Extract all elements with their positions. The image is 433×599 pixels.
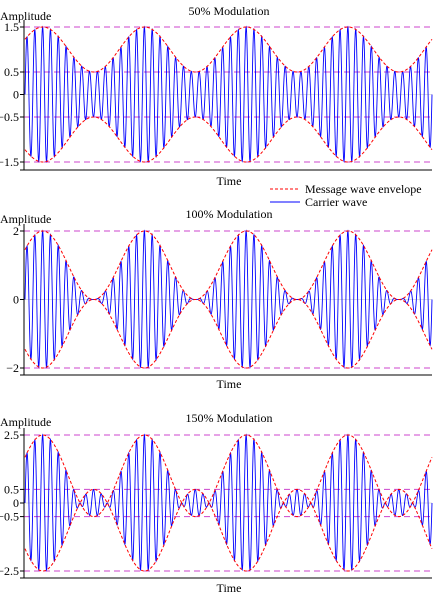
envelope-upper-series [24,434,433,518]
x-axis-label: Time [217,581,242,595]
envelope-lower-series [24,488,433,572]
y-axis-label: Amplitude [0,415,51,429]
y-tick-label: 2 [13,224,19,238]
y-tick-label: −2 [6,361,19,375]
x-axis-label: Time [217,377,242,391]
y-tick-label: 0 [13,293,19,307]
y-tick-label: 0 [13,88,19,102]
legend-envelope-label: Message wave envelope [305,182,422,196]
chart-100-percent: 2 0 −2 Amplitude 100% Modulation Time [0,207,433,391]
carrier-wave-series [24,25,433,164]
curves [24,25,433,164]
curves [24,229,433,369]
carrier-wave-series [24,433,433,572]
y-tick-label: 0.5 [4,65,19,79]
carrier-wave-series [24,229,433,369]
y-tick-label: −0.5 [0,510,19,524]
y-tick-label: 1.5 [4,20,19,34]
envelope-lower-series [24,299,433,369]
y-tick-label: 0 [13,496,19,510]
envelope-upper-series [24,26,433,73]
chart-150-percent: 2.5 0.50−0.5 −2.5 Amplitude 150% Modulatio… [0,411,433,595]
x-axis-label: Time [217,174,242,188]
chart-50-percent: 1.5 0.5 0 −0.5 −1.5 Amplitude 50% Modulation… [0,4,433,188]
envelope-upper-series [24,230,433,300]
y-tick-label: 2.5 [4,428,19,442]
y-axis-label: Amplitude [0,9,51,23]
y-axis-label: Amplitude [0,212,51,226]
y-tick-label: −2.5 [0,564,19,578]
y-tick-label: −0.5 [0,110,19,124]
y-tick-label: −1.5 [0,155,19,169]
chart-title: 100% Modulation [186,207,273,221]
legend: Message wave envelope Carrier wave [270,182,422,209]
y-ticks: 2 0 −2 [6,224,24,375]
curves [24,433,433,572]
reference-lines [24,434,432,572]
y-tick-label: 0.5 [4,482,19,496]
chart-title: 150% Modulation [186,411,273,425]
y-ticks: 2.5 0.50−0.5 −2.5 [0,428,24,578]
legend-carrier-label: Carrier wave [305,195,367,209]
envelope-lower-series [24,116,433,163]
y-ticks: 1.5 0.5 0 −0.5 −1.5 [0,20,24,169]
chart-title: 50% Modulation [189,4,270,18]
